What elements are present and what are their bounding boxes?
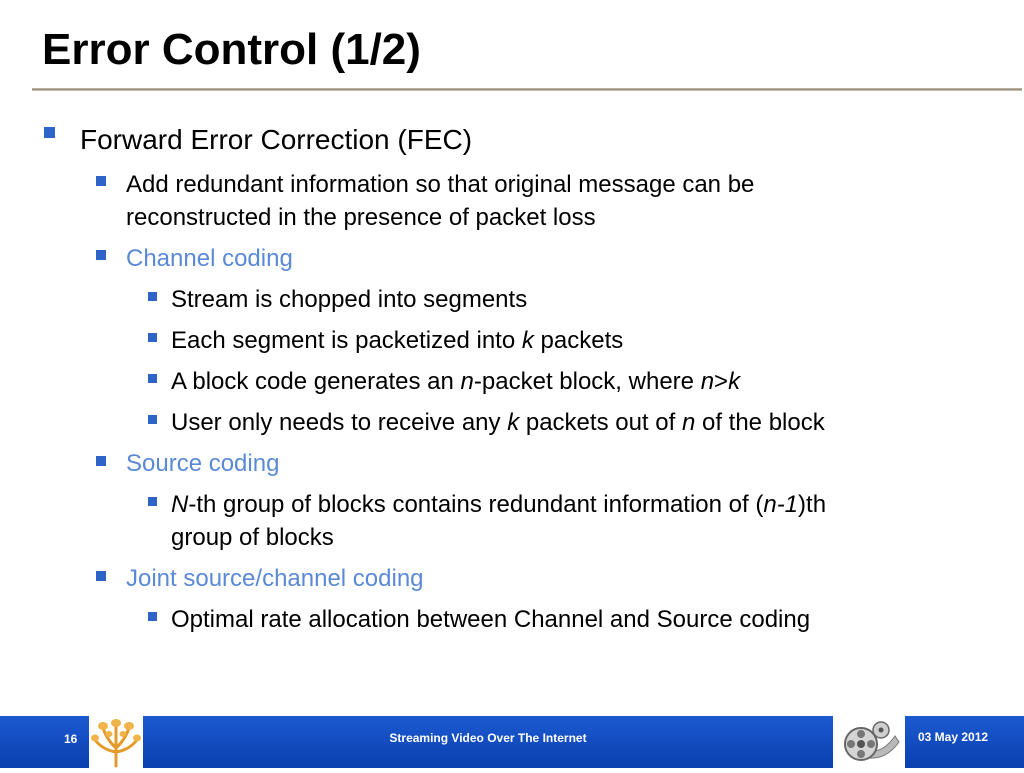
title-divider <box>32 88 1022 91</box>
text-span: Each segment is packetized into <box>171 327 522 354</box>
bullet-marker <box>148 292 157 301</box>
text-span: > <box>714 368 729 395</box>
university-tree-logo <box>89 716 143 768</box>
text-span: packets <box>533 327 624 354</box>
var-n: n <box>460 368 474 395</box>
bullet-marker <box>148 612 157 621</box>
bullet-marker <box>96 250 106 260</box>
var-n: n <box>681 409 696 436</box>
film-reel-icon <box>833 716 905 768</box>
text-span: -th group of blocks contains redundant i… <box>188 491 764 518</box>
text-span: -packet block, where <box>473 368 701 395</box>
bullet-nth-group: N-th group of blocks contains redundant … <box>171 488 826 521</box>
bullet-fec: Forward Error Correction (FEC) <box>80 124 473 155</box>
bullet-channel-coding: Channel coding <box>126 245 293 272</box>
bullet-marker <box>96 456 106 466</box>
text-span: User only needs to receive any <box>171 409 508 436</box>
bullet-marker <box>148 333 157 342</box>
bullet-user-needs: User only needs to receive any k packets… <box>171 406 825 439</box>
bullet-marker <box>96 176 106 186</box>
bullet-block-code: A block code generates an n-packet block… <box>171 365 740 398</box>
var-k: k <box>507 409 520 436</box>
text-span: A block code generates an <box>171 368 461 395</box>
bullet-marker <box>148 415 157 424</box>
footer-title: Streaming Video Over The Internet <box>389 731 587 745</box>
bullet-each-segment: Each segment is packetized into k packet… <box>171 324 623 357</box>
bullet-nth-group-line2: group of blocks <box>171 524 334 551</box>
bullet-stream: Stream is chopped into segments <box>171 286 528 313</box>
bullet-joint-coding: Joint source/channel coding <box>126 565 424 592</box>
text-span: )th <box>798 491 827 518</box>
bullet-marker <box>148 497 157 506</box>
bullet-marker <box>148 374 157 383</box>
page-number: 16 <box>64 732 78 746</box>
var-k: k <box>728 368 741 395</box>
slide-footer: 16 <box>0 716 1024 768</box>
bullet-marker <box>96 571 106 581</box>
footer-date: 03 May 2012 <box>918 730 989 744</box>
var-n-minus-1: n-1 <box>763 491 799 518</box>
var-n: n <box>700 368 715 395</box>
bullet-marker <box>44 127 55 138</box>
var-N: N <box>171 491 189 518</box>
var-k: k <box>521 327 534 354</box>
bullet-redundant-line2: reconstructed in the presence of packet … <box>126 204 596 231</box>
slide-title: Error Control (1/2) <box>42 25 421 74</box>
bullet-optimal-rate: Optimal rate allocation between Channel … <box>171 606 811 633</box>
text-span: packets out of <box>519 409 682 436</box>
bullet-source-coding: Source coding <box>126 450 280 477</box>
text-span: of the block <box>695 409 825 436</box>
bullet-redundant-line1: Add redundant information so that origin… <box>126 171 755 198</box>
